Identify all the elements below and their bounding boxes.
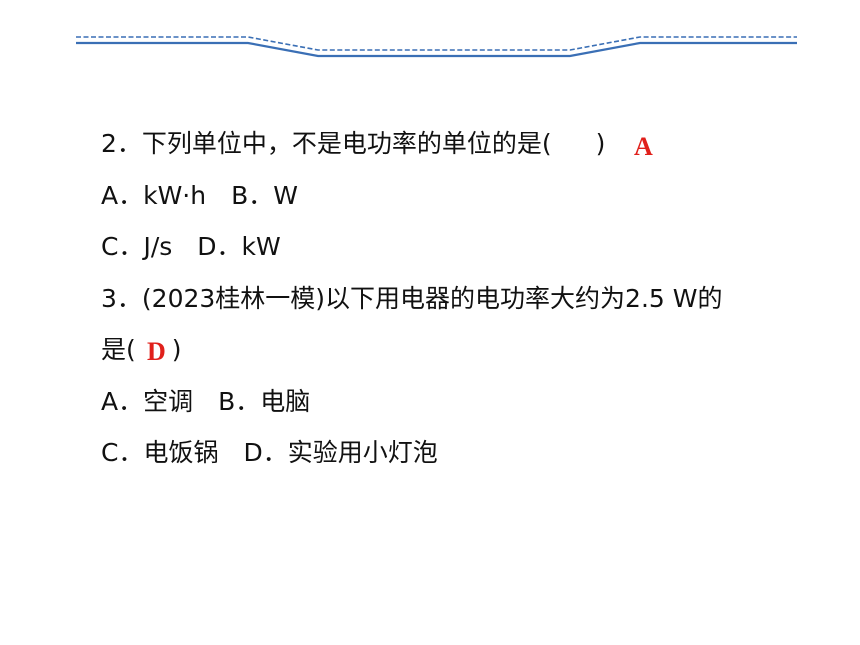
question-3-stem-text: 是( bbox=[101, 335, 136, 364]
question-3-options-cd: C．电饭锅 D．实验用小灯泡 bbox=[101, 438, 438, 467]
question-2-stem-close: ) bbox=[595, 129, 606, 158]
question-2-stem-text: 2．下列单位中，不是电功率的单位的是( bbox=[101, 129, 552, 158]
header-solid-line bbox=[76, 41, 797, 58]
question-2-options-ab: A．kW·h B．W bbox=[101, 180, 298, 210]
question-3-stem-line2: 是() D bbox=[101, 324, 821, 376]
question-content: 2．下列单位中，不是电功率的单位的是() A A．kW·h B．W C．J/s … bbox=[101, 118, 821, 479]
question-3-options-ab: A．空调 B．电脑 bbox=[101, 386, 311, 416]
question-3-stem-line1: 3．(2023桂林一模)以下用电器的电功率大约为2.5 W的 bbox=[101, 283, 723, 313]
question-2-options-cd: C．J/s D．kW bbox=[101, 232, 281, 261]
question-2-stem: 2．下列单位中，不是电功率的单位的是() A bbox=[101, 118, 821, 170]
question-3-stem-close: ) bbox=[171, 335, 182, 364]
header-decoration bbox=[76, 36, 797, 58]
header-dashed-line bbox=[76, 36, 797, 51]
question-2-answer: A bbox=[634, 132, 653, 161]
question-3-answer: D bbox=[147, 337, 166, 366]
